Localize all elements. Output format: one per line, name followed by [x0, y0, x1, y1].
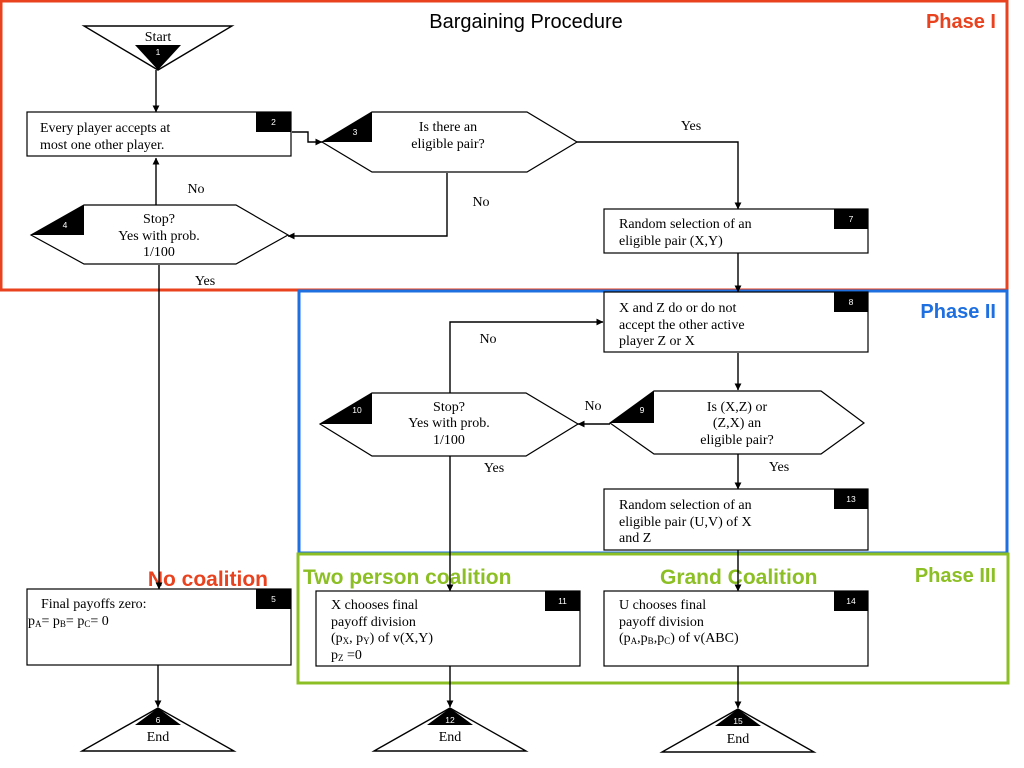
node-9-text-1: (Z,X) an	[713, 416, 761, 431]
phase-1-label: Phase I	[926, 11, 996, 33]
edge-label-3-no: No	[472, 195, 489, 210]
node-10-text-1: Yes with prob.	[408, 416, 489, 431]
edge-10-8	[449, 318, 604, 393]
node-12-text-0: End	[439, 730, 462, 745]
phase-3-label: Phase III	[915, 565, 996, 587]
node-4-decision: 4 Stop? Yes with prob. 1/100	[29, 204, 290, 265]
node-13-process: 13 Random selection of an eligible pair …	[603, 488, 869, 551]
node-14-formula: (pA,pB,pC) of v(ABC)	[619, 631, 739, 646]
outcome-no-coalition-label: No coalition	[148, 568, 268, 591]
edge-2-3	[292, 131, 323, 146]
node-3-number: 3	[353, 127, 358, 137]
node-14-number: 14	[846, 596, 856, 606]
node-3-text-1: eligible pair?	[411, 137, 484, 152]
node-13-number: 13	[846, 494, 856, 504]
edge-label-4-no: No	[187, 182, 204, 197]
node-4-text-1: Yes with prob.	[118, 229, 199, 244]
node-9-decision: 9 Is (X,Z) or (Z,X) an eligible pair?	[608, 390, 866, 455]
node-7-process: 7 Random selection of an eligible pair (…	[603, 208, 869, 254]
node-7-text-0: Random selection of an	[619, 217, 752, 232]
node-8-number: 8	[849, 297, 854, 307]
node-2-text-0: Every player accepts at	[40, 121, 170, 136]
outcome-two-person-label: Two person coalition	[303, 566, 511, 589]
node-2-number: 2	[271, 117, 276, 127]
node-10-decision: 10 Stop? Yes with prob. 1/100	[318, 392, 580, 457]
node-13-text-2: and Z	[619, 531, 651, 546]
edge-label-4-yes: Yes	[195, 274, 215, 289]
outcome-grand-label: Grand Coalition	[660, 566, 818, 589]
node-15-text-0: End	[727, 732, 750, 747]
node-3-text-0: Is there an	[419, 120, 477, 135]
node-1-start: Start 1	[81, 25, 235, 71]
node-12-end: 12 End	[371, 707, 529, 752]
node-6-number: 6	[156, 715, 161, 725]
edge-label-9-yes: Yes	[769, 460, 789, 475]
node-6-end: 6 End	[79, 707, 237, 752]
diagram-title: Bargaining Procedure	[429, 11, 622, 33]
node-2-text-1: most one other player.	[40, 138, 164, 153]
edge-label-10-no: No	[479, 332, 496, 347]
node-8-text-2: player Z or X	[619, 334, 695, 349]
node-1-text-0: Start	[145, 30, 172, 45]
node-4-number: 4	[63, 220, 68, 230]
node-15-end: 15 End	[659, 708, 817, 753]
node-2-process: 2 Every player accepts at most one other…	[26, 111, 292, 157]
node-1-number: 1	[156, 47, 161, 57]
node-11-number: 11	[558, 596, 567, 606]
node-9-text-0: Is (X,Z) or	[707, 400, 768, 415]
node-11-text-0: X chooses final	[331, 598, 418, 613]
node-9-text-2: eligible pair?	[700, 433, 773, 448]
node-14-text-0: U chooses final	[619, 598, 706, 613]
node-11-process: 11 X chooses final payoff division (pX, …	[315, 590, 581, 667]
edge-label-3-yes: Yes	[681, 119, 701, 134]
node-11-formula-2: pZ =0	[331, 648, 362, 663]
node-3-decision: 3 Is there an eligible pair?	[320, 111, 579, 173]
node-5-process: 5 Final payoffs zero: pA= pB= pC= 0	[26, 588, 292, 666]
node-6-text-0: End	[147, 730, 170, 745]
node-15-number: 15	[733, 716, 743, 726]
node-8-text-0: X and Z do or do not	[619, 301, 737, 316]
node-14-process: 14 U chooses final payoff division (pA,p…	[603, 590, 869, 667]
node-8-process: 8 X and Z do or do not accept the other …	[603, 291, 869, 353]
edge-3-7	[577, 141, 742, 210]
node-10-number: 10	[352, 405, 362, 415]
node-11-formula-1: (pX, pY) of v(X,Y)	[331, 631, 433, 646]
node-10-text-2: 1/100	[433, 433, 465, 448]
node-13-text-0: Random selection of an	[619, 498, 752, 513]
phase-3-frame	[296, 552, 1010, 685]
node-4-text-0: Stop?	[143, 212, 175, 227]
node-7-text-1: eligible pair (X,Y)	[619, 234, 723, 249]
node-8-text-1: accept the other active	[619, 318, 745, 333]
node-13-text-1: eligible pair (U,V) of X	[619, 515, 752, 530]
edge-label-10-yes: Yes	[484, 461, 504, 476]
edge-3-4	[287, 173, 448, 240]
edge-label-9-no: No	[584, 399, 601, 414]
node-10-text-0: Stop?	[433, 400, 465, 415]
node-12-number: 12	[445, 715, 455, 725]
node-9-number: 9	[640, 405, 645, 415]
connectors	[152, 70, 742, 709]
node-4-text-2: 1/100	[143, 245, 175, 260]
node-11-text-1: payoff division	[331, 615, 416, 630]
phase-2-label: Phase II	[920, 301, 996, 323]
node-7-number: 7	[849, 214, 854, 224]
node-14-text-1: payoff division	[619, 615, 704, 630]
node-5-text-0: Final payoffs zero:	[41, 597, 147, 612]
node-5-number: 5	[271, 594, 276, 604]
